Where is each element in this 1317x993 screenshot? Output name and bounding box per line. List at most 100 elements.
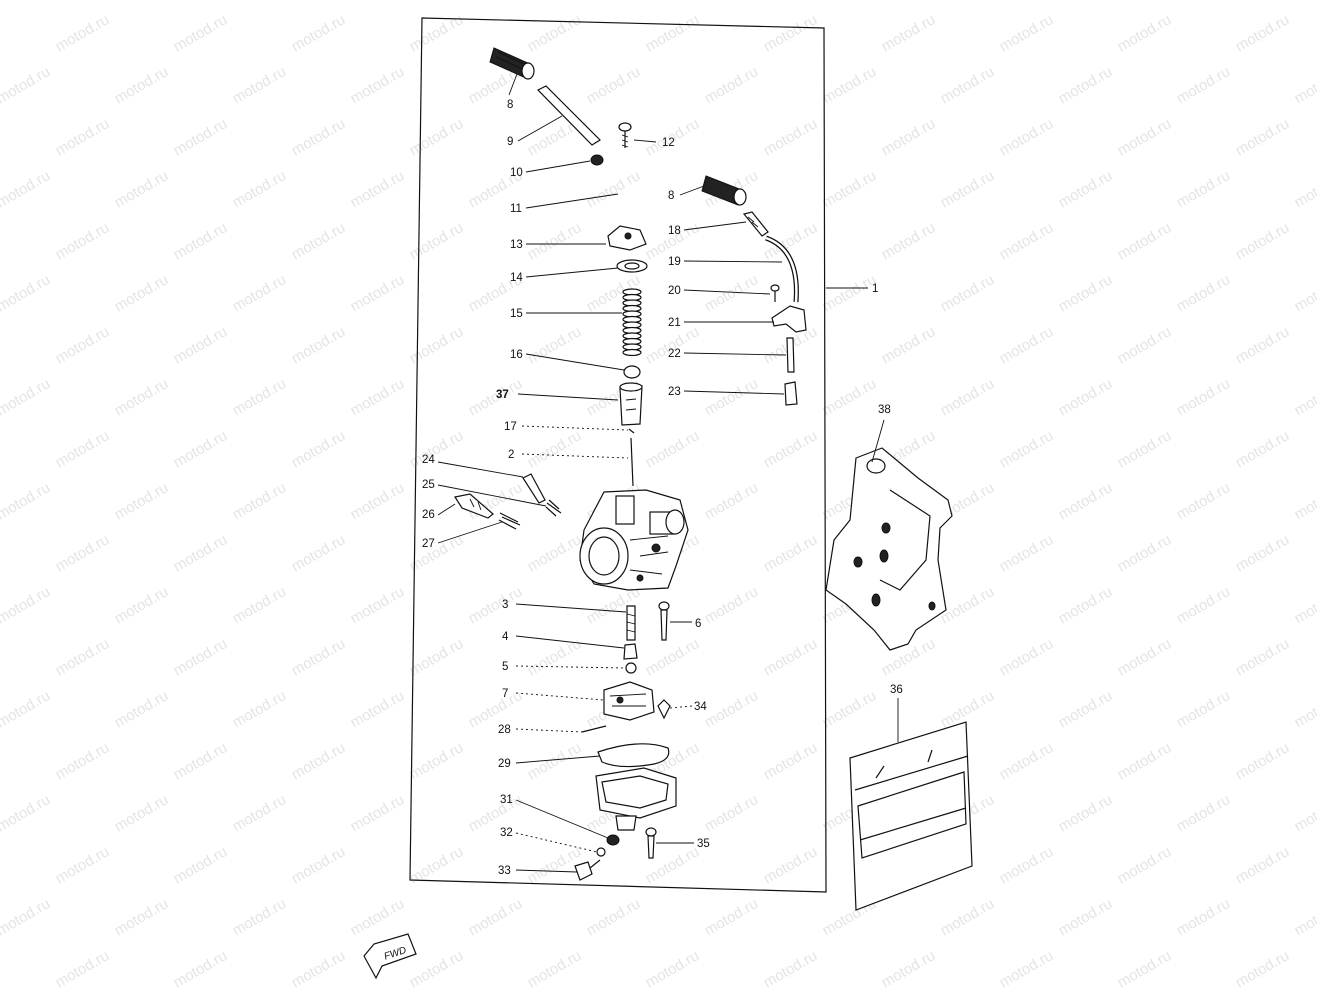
watermark-text: motod.ru	[348, 167, 408, 211]
watermark-text: motod.ru	[1233, 219, 1293, 263]
part-15-spring-drawing	[623, 289, 641, 356]
watermark-text: motod.ru	[761, 11, 821, 55]
part-25-spring-drawing	[546, 500, 561, 516]
watermark-text: motod.ru	[643, 947, 703, 988]
part-label-36: 36	[890, 684, 903, 696]
part-16-retainer-drawing	[624, 366, 640, 378]
watermark-text: motod.ru	[171, 635, 231, 679]
watermark-text: motod.ru	[171, 739, 231, 783]
watermark-text: motod.ru	[289, 947, 349, 988]
watermark-text: motod.ru	[348, 63, 408, 107]
watermark-text: motod.ru	[53, 843, 113, 887]
watermark-text: motod.ru	[0, 271, 53, 315]
watermark-text: motod.ru	[1233, 323, 1293, 367]
watermark-text: motod.ru	[879, 947, 939, 988]
watermark-text: motod.ru	[53, 739, 113, 783]
leader-line-32	[516, 833, 597, 852]
watermark-text: motod.ru	[761, 739, 821, 783]
watermark-text: motod.ru	[820, 687, 880, 731]
watermark-text: motod.ru	[0, 63, 53, 107]
part-2-needle-drawing	[631, 438, 633, 486]
part-20-screw-drawing	[771, 285, 779, 302]
watermark-text: motod.ru	[1056, 167, 1116, 211]
watermark-text: motod.ru	[643, 11, 703, 55]
watermark-text: motod.ru	[348, 0, 408, 3]
watermark-text: motod.ru	[1292, 895, 1317, 939]
watermark-text: motod.ru	[525, 635, 585, 679]
part-label-32: 32	[500, 827, 513, 839]
watermark-text: motod.ru	[112, 479, 172, 523]
watermark-text: motod.ru	[938, 895, 998, 939]
watermark-text: motod.ru	[466, 583, 526, 627]
part-label-38: 38	[878, 404, 891, 416]
watermark-text: motod.ru	[1292, 791, 1317, 835]
leader-line-27	[438, 522, 502, 543]
part-label-4: 4	[502, 631, 509, 643]
watermark-text: motod.ru	[938, 375, 998, 419]
watermark-text: motod.ru	[53, 531, 113, 575]
part-label-22: 22	[668, 348, 681, 360]
watermark-text: motod.ru	[1056, 0, 1116, 3]
part-label-33: 33	[498, 865, 511, 877]
watermark-text: motod.ru	[525, 531, 585, 575]
watermark-text: motod.ru	[938, 0, 998, 3]
watermark-text: motod.ru	[1115, 323, 1175, 367]
watermark-text: motod.ru	[112, 167, 172, 211]
watermark-text: motod.ru	[938, 687, 998, 731]
watermark-text: motod.ru	[1174, 583, 1234, 627]
leader-line-34	[670, 706, 692, 708]
watermark-text: motod.ru	[1233, 739, 1293, 783]
watermark-text: motod.ru	[1115, 843, 1175, 887]
part-label-37: 37	[496, 389, 509, 401]
watermark-text: motod.ru	[525, 219, 585, 263]
watermark-text: motod.ru	[230, 271, 290, 315]
watermark-text: motod.ru	[289, 843, 349, 887]
watermark-text: motod.ru	[171, 947, 231, 988]
watermark-text: motod.ru	[0, 687, 53, 731]
watermark-text: motod.ru	[171, 427, 231, 471]
part-label-7: 7	[502, 688, 508, 700]
watermark-text: motod.ru	[348, 583, 408, 627]
watermark-text: motod.ru	[230, 583, 290, 627]
watermark-text: motod.ru	[702, 583, 762, 627]
watermark-text: motod.ru	[938, 583, 998, 627]
watermark-text: motod.ru	[1056, 479, 1116, 523]
watermark-text: motod.ru	[997, 531, 1057, 575]
watermark-text: motod.ru	[879, 115, 939, 159]
part-label-17: 17	[504, 421, 517, 433]
watermark-text: motod.ru	[820, 63, 880, 107]
watermark-text: motod.ru	[1233, 11, 1293, 55]
part-18-adjuster-drawing	[744, 212, 768, 236]
part-24-screw-drawing	[523, 474, 545, 503]
watermark-text: motod.ru	[171, 843, 231, 887]
part-label-8: 8	[668, 190, 674, 202]
watermark-text: motod.ru	[289, 323, 349, 367]
watermark-text: motod.ru	[525, 11, 585, 55]
part-22-plunger-drawing	[787, 338, 794, 372]
watermark-text: motod.ru	[997, 635, 1057, 679]
watermark-text: motod.ru	[1174, 375, 1234, 419]
watermark-text: motod.ru	[1115, 531, 1175, 575]
watermark-text: motod.ru	[1233, 843, 1293, 887]
leader-line-26	[438, 504, 455, 515]
leader-line-8	[680, 186, 704, 195]
watermark-text: motod.ru	[348, 687, 408, 731]
watermark-text: motod.ru	[1056, 375, 1116, 419]
watermark-text: motod.ru	[171, 531, 231, 575]
watermark-text: motod.ru	[1292, 0, 1317, 3]
watermark-text: motod.ru	[112, 687, 172, 731]
watermark-text: motod.ru	[525, 427, 585, 471]
watermark-text: motod.ru	[53, 115, 113, 159]
watermark-text: motod.ru	[938, 63, 998, 107]
part-14-washer-drawing	[617, 260, 647, 272]
leader-line-24	[438, 462, 523, 477]
watermark-text: motod.ru	[53, 11, 113, 55]
part-10-nut-drawing	[591, 155, 603, 165]
part-4-jet-drawing	[624, 644, 637, 659]
watermark-text: motod.ru	[997, 739, 1057, 783]
part-29-gasket-drawing	[598, 744, 669, 767]
watermark-text: motod.ru	[1233, 427, 1293, 471]
watermark-text: motod.ru	[466, 895, 526, 939]
watermark-text: motod.ru	[761, 947, 821, 988]
watermark-text: motod.ru	[584, 63, 644, 107]
